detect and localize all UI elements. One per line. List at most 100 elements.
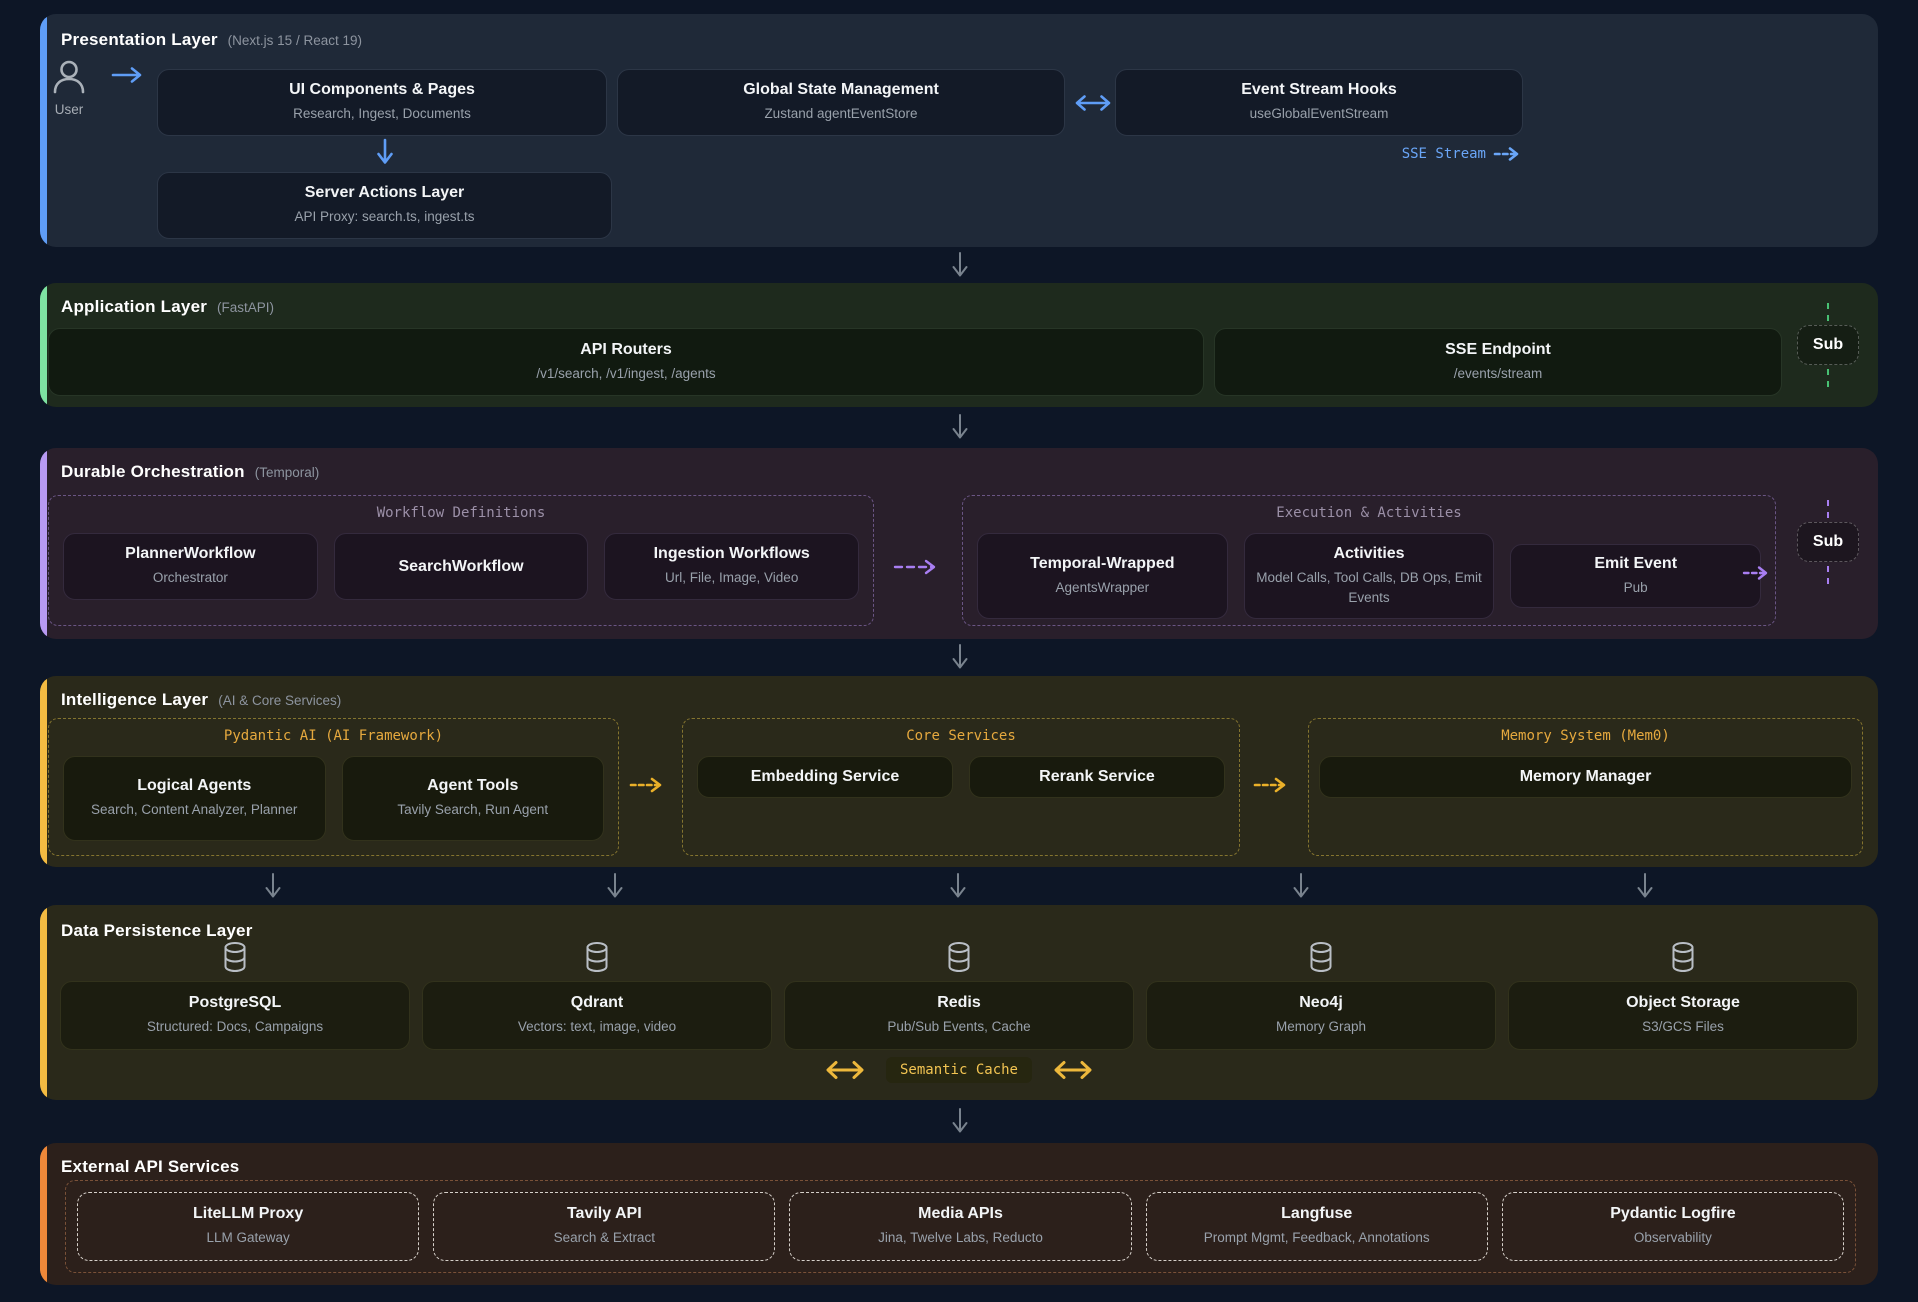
node-title: Event Stream Hooks [1241, 81, 1397, 99]
sub-badge: Sub [1796, 522, 1860, 562]
application-accent-bar [40, 283, 47, 407]
node-subtitle: Search & Extract [553, 1230, 655, 1246]
semantic-cache-row: Semantic Cache [40, 1057, 1878, 1083]
node-title: Redis [937, 994, 981, 1012]
layer-subtitle: (FastAPI) [217, 300, 275, 315]
arrow-down-icon [950, 873, 966, 898]
node-subtitle: Zustand agentEventStore [764, 106, 918, 122]
node-title: SearchWorkflow [398, 557, 524, 575]
node-subtitle: Url, File, Image, Video [665, 570, 799, 586]
stores-row: PostgreSQL Structured: Docs, Campaigns Q… [60, 941, 1858, 1050]
arrow-down-icon [1637, 873, 1653, 898]
connector-intelligence-persistence [40, 867, 1878, 905]
layer-subtitle: (AI & Core Services) [218, 693, 342, 708]
node-subtitle: Pub [1623, 579, 1648, 595]
database-icon [948, 942, 970, 973]
node-logical-agents: Logical Agents Search, Content Analyzer,… [63, 756, 326, 841]
node-rerank-service: Rerank Service [969, 756, 1225, 798]
node-media-apis: Media APIs Jina, Twelve Labs, Reducto [789, 1192, 1132, 1261]
sub-connector-orchestration: Sub [1790, 472, 1866, 612]
layer-intelligence: Intelligence Layer (AI & Core Services) … [40, 676, 1878, 867]
arrow-down-icon [377, 138, 393, 164]
node-server-actions-layer: Server Actions Layer API Proxy: search.t… [157, 172, 612, 239]
arrow-double-horizontal-icon [1075, 95, 1111, 111]
node-title: UI Components & Pages [289, 81, 475, 99]
user-label: User [54, 102, 84, 117]
connector-application-orchestration [40, 407, 1878, 448]
arrow-down-icon [952, 414, 968, 439]
node-title: Activities [1333, 544, 1405, 562]
group-workflow-definitions: Workflow Definitions PlannerWorkflow Orc… [48, 495, 874, 626]
node-subtitle: API Proxy: search.ts, ingest.ts [294, 209, 475, 225]
node-langfuse: Langfuse Prompt Mgmt, Feedback, Annotati… [1145, 1192, 1488, 1261]
store-redis: Redis Pub/Sub Events, Cache [784, 941, 1134, 1050]
node-agent-tools: Agent Tools Tavily Search, Run Agent [341, 756, 604, 841]
node-embedding-service: Embedding Service [697, 756, 953, 798]
group-external-apis: LiteLLM Proxy LLM Gateway Tavily API Sea… [65, 1180, 1856, 1273]
layer-subtitle: (Temporal) [254, 465, 320, 480]
arrow-down-icon [952, 1108, 968, 1133]
node-activities: Activities Model Calls, Tool Calls, DB O… [1243, 533, 1495, 619]
layer-title: Presentation Layer [61, 30, 218, 49]
layer-orchestration: Durable Orchestration (Temporal) Workflo… [40, 448, 1878, 639]
arrow-double-horizontal-icon [1054, 1061, 1092, 1079]
group-label: Memory System (Mem0) [1501, 728, 1670, 744]
node-ingestion-workflows: Ingestion Workflows Url, File, Image, Vi… [604, 533, 860, 600]
layer-external: External API Services LiteLLM Proxy LLM … [40, 1143, 1878, 1285]
group-label: Core Services [906, 728, 1016, 744]
sse-stream-label: SSE Stream [1401, 146, 1486, 162]
arrow-dashed-right-icon [629, 777, 662, 793]
node-global-state-management: Global State Management Zustand agentEve… [617, 69, 1065, 136]
node-title: Temporal-Wrapped [1030, 554, 1175, 572]
node-subtitle: useGlobalEventStream [1249, 106, 1389, 122]
node-postgresql: PostgreSQL Structured: Docs, Campaigns [60, 981, 410, 1050]
node-subtitle: /events/stream [1453, 365, 1543, 381]
node-title: Media APIs [918, 1205, 1003, 1223]
database-icon [1310, 942, 1332, 973]
arrow-down-icon [952, 252, 968, 277]
node-api-routers: API Routers /v1/search, /v1/ingest, /age… [48, 328, 1204, 396]
node-title: Logical Agents [137, 777, 252, 795]
node-title: Ingestion Workflows [653, 545, 810, 563]
layer-subtitle: (Next.js 15 / React 19) [227, 33, 362, 48]
external-header: External API Services [61, 1157, 239, 1177]
sse-stream-annotation: SSE Stream [1115, 144, 1525, 164]
node-title: Langfuse [1281, 1205, 1353, 1223]
arrow-dashed-right-icon [1742, 566, 1768, 580]
semantic-cache-badge: Semantic Cache [885, 1057, 1032, 1083]
connector-presentation-application [40, 247, 1878, 283]
node-subtitle: Model Calls, Tool Calls, DB Ops, Emit Ev… [1256, 569, 1482, 605]
layer-persistence: Data Persistence Layer PostgreSQL Struct… [40, 905, 1878, 1100]
arrow-down-icon [1293, 873, 1309, 898]
node-subtitle: Research, Ingest, Documents [293, 106, 471, 122]
external-accent-bar [40, 1143, 47, 1285]
node-subtitle: Jina, Twelve Labs, Reducto [878, 1230, 1043, 1246]
connector-orchestration-intelligence [40, 639, 1878, 676]
arrow-double-horizontal-icon [826, 1061, 864, 1079]
node-title: Memory Manager [1519, 768, 1652, 785]
node-ui-components-pages: UI Components & Pages Research, Ingest, … [157, 69, 607, 136]
node-neo4j: Neo4j Memory Graph [1146, 981, 1496, 1050]
group-execution-activities: Execution & Activities Temporal-Wrapped … [962, 495, 1776, 626]
node-title: LiteLLM Proxy [192, 1205, 304, 1223]
dashed-line [1827, 369, 1829, 387]
node-subtitle: Memory Graph [1275, 1019, 1367, 1035]
store-qdrant: Qdrant Vectors: text, image, video [422, 941, 772, 1050]
layer-title: Durable Orchestration [61, 462, 245, 481]
application-header: Application Layer (FastAPI) [61, 297, 274, 317]
node-subtitle: Search, Content Analyzer, Planner [91, 802, 298, 818]
group-cards: Memory Manager [1319, 756, 1852, 798]
layer-title: Intelligence Layer [61, 690, 209, 709]
group-cards: PlannerWorkflow Orchestrator SearchWorkf… [63, 533, 860, 600]
group-cards: Embedding Service Rerank Service [697, 756, 1225, 798]
orchestration-accent-bar [40, 448, 47, 639]
presentation-header: Presentation Layer (Next.js 15 / React 1… [61, 30, 362, 50]
node-title: Pydantic Logfire [1610, 1205, 1736, 1223]
group-label: Execution & Activities [1276, 505, 1462, 521]
node-title: Rerank Service [1039, 768, 1155, 785]
intelligence-accent-bar [40, 676, 47, 867]
node-subtitle: Tavily Search, Run Agent [397, 802, 549, 818]
node-title: Neo4j [1299, 994, 1343, 1012]
node-sse-endpoint: SSE Endpoint /events/stream [1214, 328, 1782, 396]
arrow-dashed-right-icon [1253, 777, 1286, 793]
